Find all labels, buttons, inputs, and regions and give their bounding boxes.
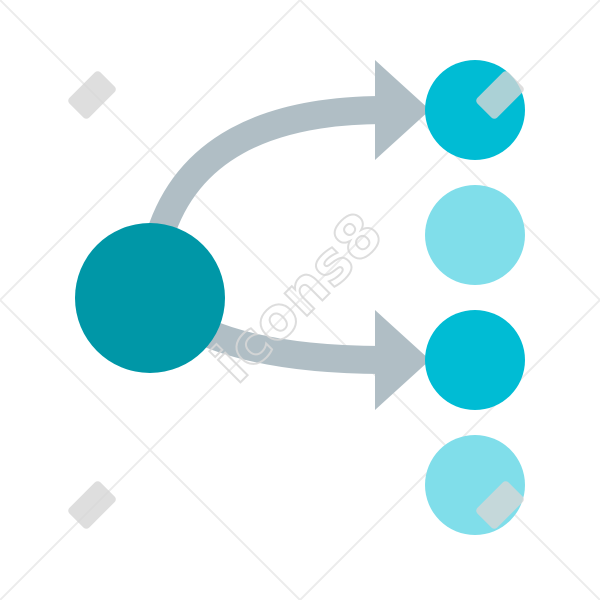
target-node-3 — [425, 310, 525, 410]
lower-arrow — [199, 310, 430, 410]
upper-arrow-shaft — [146, 96, 386, 240]
source-node — [75, 223, 225, 373]
upper-arrow-head — [375, 60, 430, 160]
watermark-logos — [68, 71, 524, 529]
upper-arrow — [146, 60, 430, 240]
target-node-2 — [425, 185, 525, 285]
lower-arrow-head — [375, 310, 430, 410]
lower-arrow-shaft — [199, 319, 386, 374]
